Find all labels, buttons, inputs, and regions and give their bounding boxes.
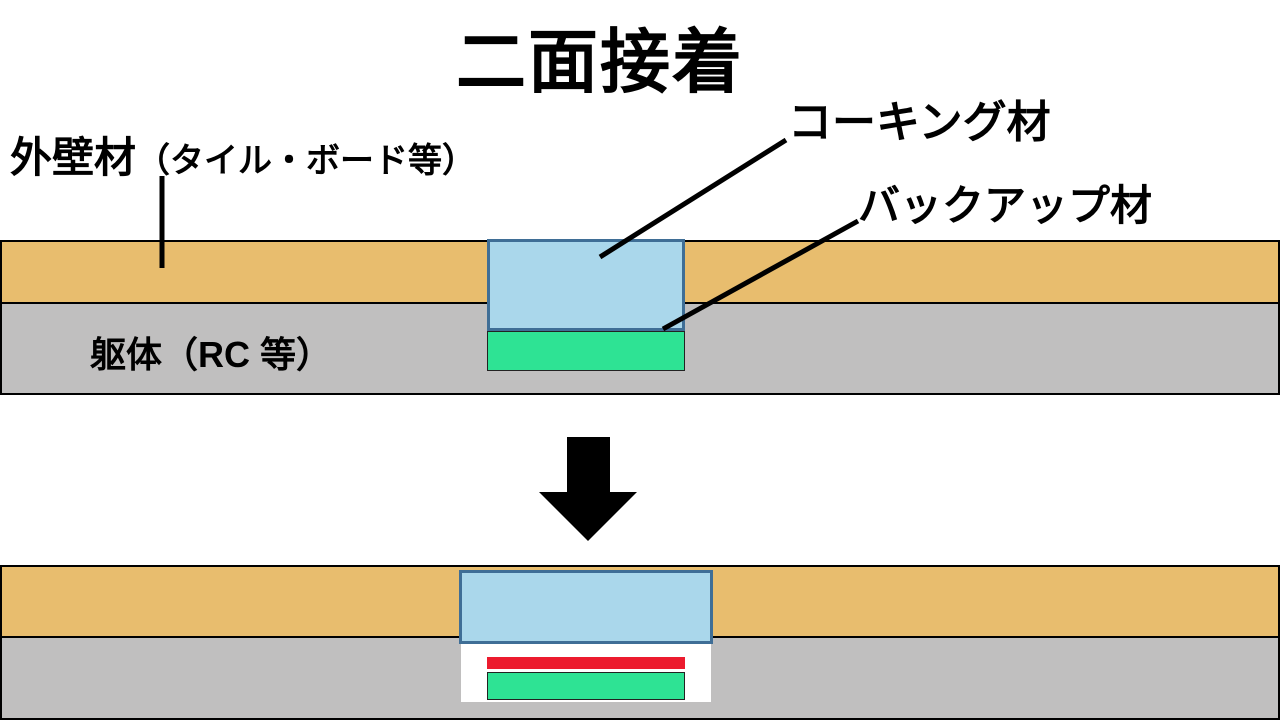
backup-label: バックアップ材 xyxy=(858,182,1153,229)
backup-rod-block-top xyxy=(487,331,685,371)
caulking-block-top xyxy=(487,239,685,331)
diagram-title: 二面接着 xyxy=(456,23,744,101)
caulking-label: コーキング材 xyxy=(788,98,1051,147)
caulking-block-bottom xyxy=(459,570,713,644)
down-arrow xyxy=(539,437,637,541)
structural-body-label: 躯体（RC 等） xyxy=(90,334,332,375)
wall-material-label-main: 外壁材 xyxy=(10,134,137,181)
wall-material-label: 外壁材（タイル・ボード等） xyxy=(10,124,476,185)
wall-material-label-paren: （タイル・ボード等） xyxy=(136,142,477,180)
bond-breaker-tape xyxy=(487,657,685,669)
backup-rod-block-bottom xyxy=(487,672,685,700)
